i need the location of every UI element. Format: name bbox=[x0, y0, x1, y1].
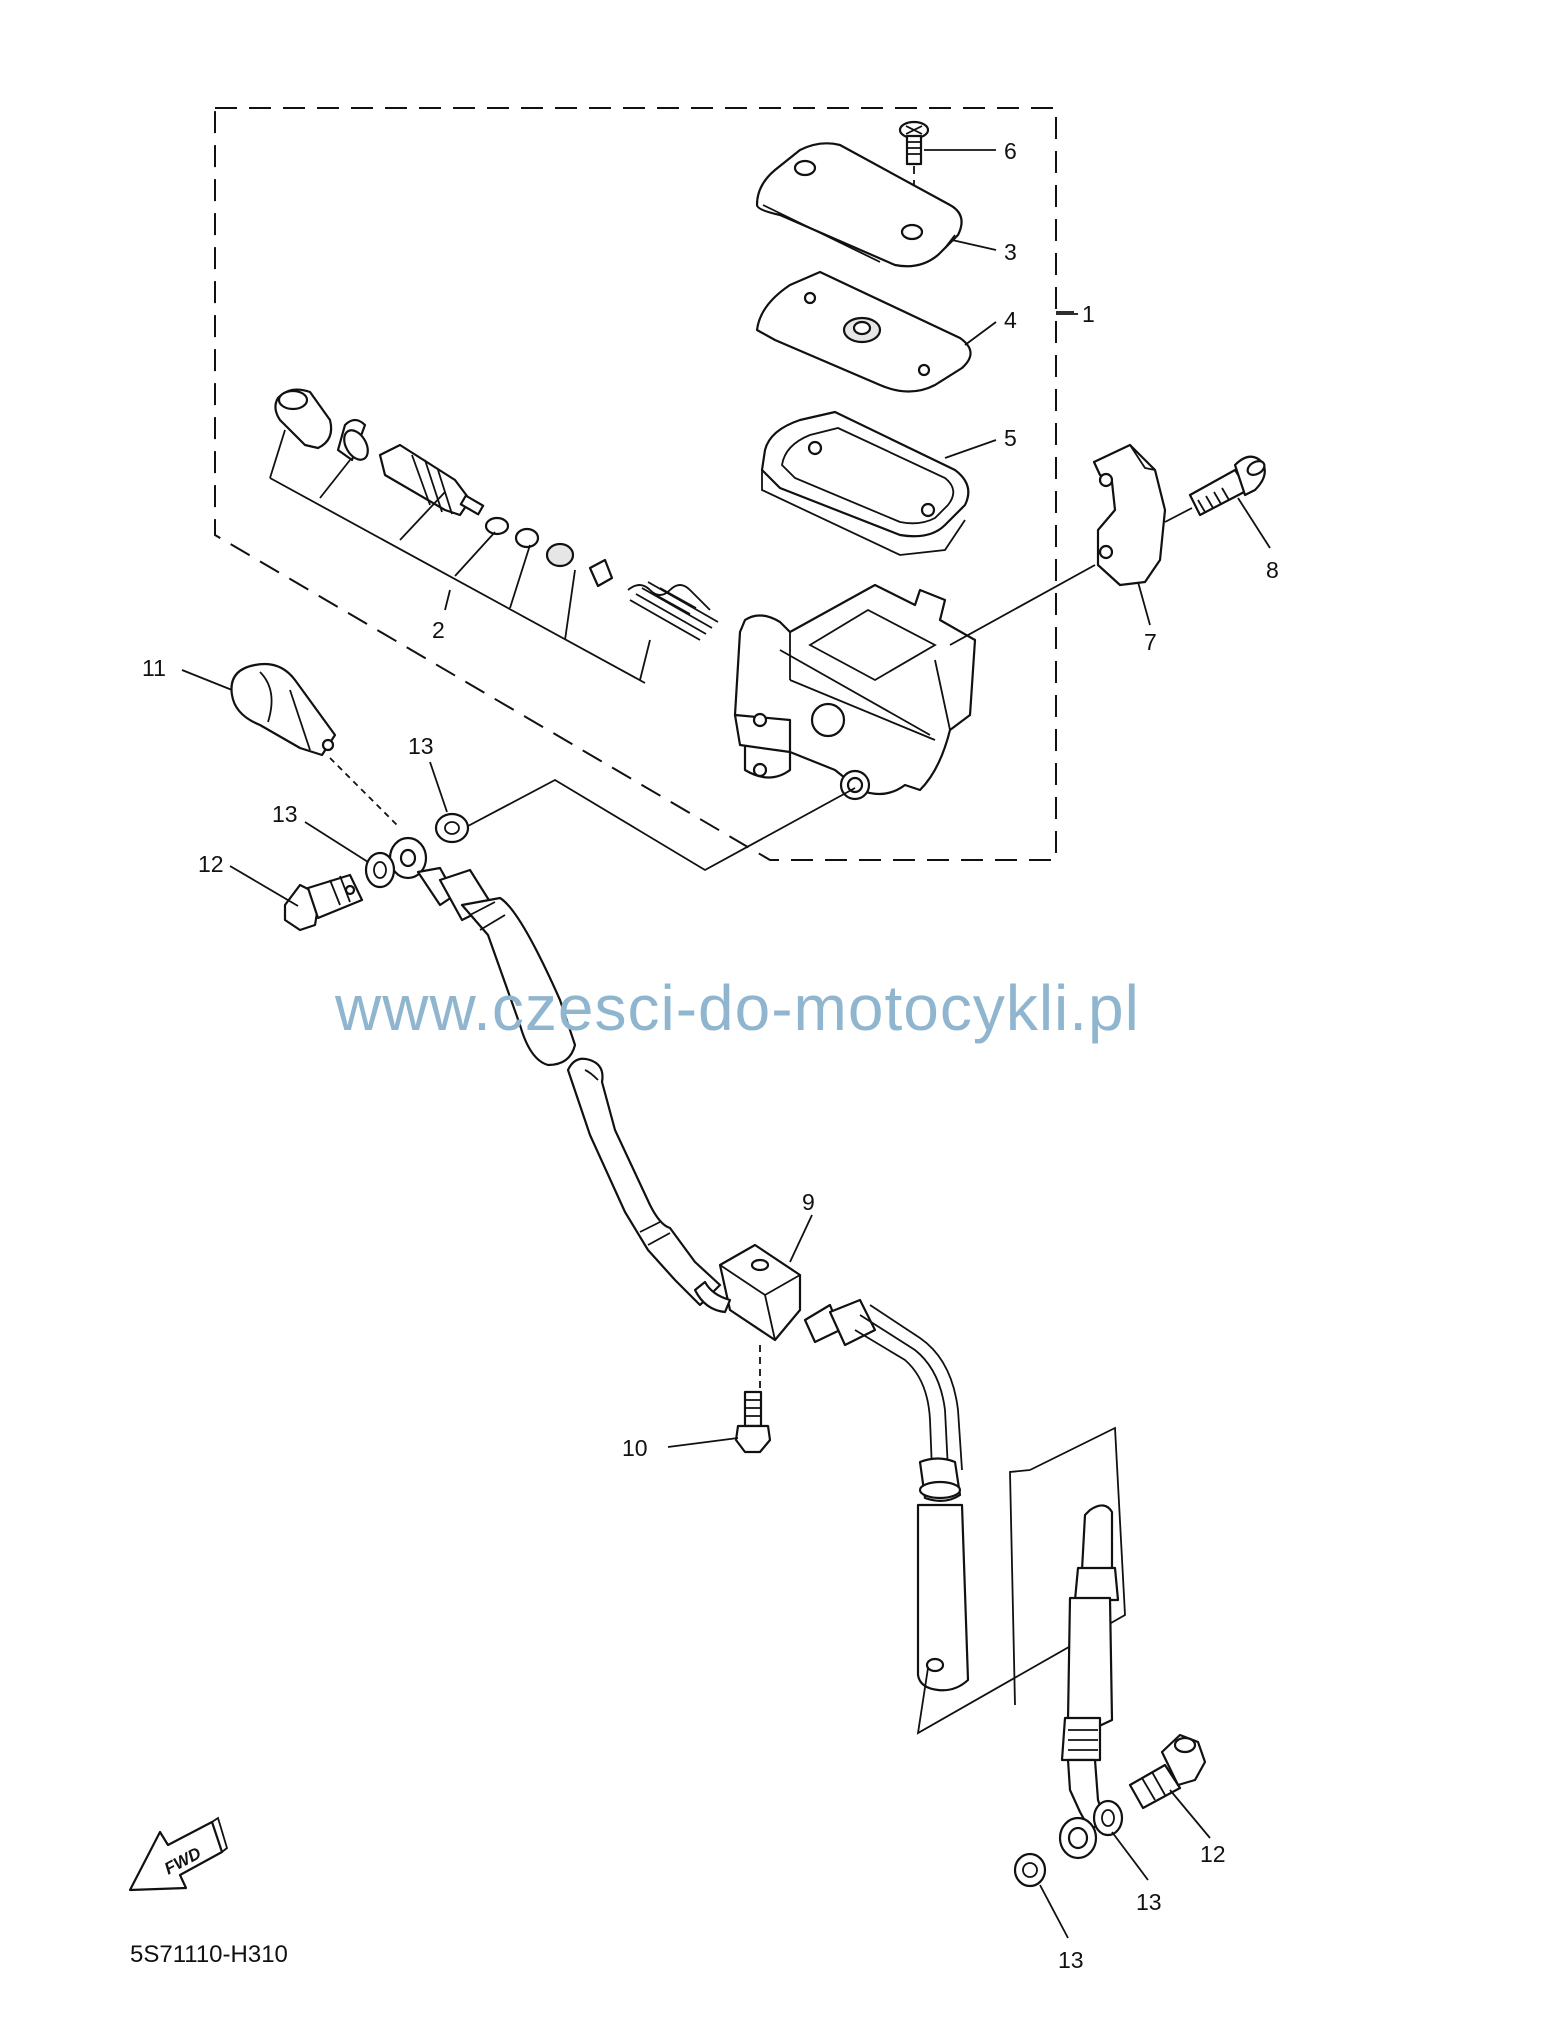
assembly-boundary bbox=[214, 107, 1057, 861]
part-4-plate bbox=[755, 270, 972, 393]
part-9-joint bbox=[693, 1243, 802, 1342]
callout-2: 2 bbox=[432, 617, 445, 643]
callout-12-bottom: 12 bbox=[1200, 1841, 1226, 1867]
part-12-bolt-lower bbox=[1128, 1733, 1207, 1810]
part-master-cylinder-body bbox=[733, 583, 977, 801]
watermark-url[interactable]: www.czesci-do-motocykli.pl bbox=[334, 972, 1140, 1044]
leader-2 bbox=[269, 429, 651, 684]
part-5-gasket bbox=[760, 410, 970, 556]
callout-5: 5 bbox=[1004, 425, 1017, 451]
callout-1: 1 bbox=[1082, 301, 1095, 327]
part-13-washer-c-hole bbox=[1022, 1862, 1038, 1878]
part-hose-upper bbox=[388, 836, 577, 1067]
part-3-cap bbox=[755, 142, 963, 268]
leader-10 bbox=[667, 1437, 739, 1448]
leader-13b bbox=[429, 761, 448, 813]
callout-10: 10 bbox=[622, 1435, 648, 1461]
callout-13-bottom-right: 13 bbox=[1136, 1889, 1162, 1915]
leader-13d bbox=[1111, 1831, 1149, 1881]
break-indicator bbox=[916, 1426, 1126, 1735]
leader-8-to-7 bbox=[1164, 507, 1193, 523]
leader-13a bbox=[304, 821, 369, 863]
part-13-washer-d-hole bbox=[1101, 1809, 1115, 1827]
leader-13c bbox=[1039, 1884, 1069, 1939]
leader-8 bbox=[1237, 497, 1271, 549]
part-13-washer-b bbox=[434, 812, 470, 844]
callout-9: 9 bbox=[802, 1189, 815, 1215]
part-13-washer-c bbox=[1013, 1852, 1047, 1888]
leader-banjo-to-body bbox=[467, 778, 856, 872]
callout-3: 3 bbox=[1004, 239, 1017, 265]
part-13-washer-b-hole bbox=[444, 821, 460, 835]
leader-7 bbox=[1137, 581, 1151, 626]
callout-13-left: 13 bbox=[272, 801, 298, 827]
leader-3 bbox=[951, 239, 997, 251]
leader-4 bbox=[964, 321, 997, 346]
part-13-washer-d bbox=[1092, 1799, 1124, 1837]
part-hose-middle bbox=[566, 1057, 722, 1307]
part-2-piston-kit bbox=[274, 388, 719, 641]
callout-8: 8 bbox=[1266, 557, 1279, 583]
callout-6: 6 bbox=[1004, 138, 1017, 164]
leader-12a bbox=[229, 865, 299, 907]
leader-5 bbox=[944, 439, 997, 459]
fwd-arrow-icon bbox=[128, 1816, 229, 1892]
leader-11 bbox=[181, 669, 233, 691]
part-10-bolt bbox=[734, 1345, 772, 1454]
callout-13-top: 13 bbox=[408, 733, 434, 759]
callout-7: 7 bbox=[1144, 629, 1157, 655]
callout-4: 4 bbox=[1004, 307, 1017, 333]
part-13-washer-a bbox=[364, 851, 396, 889]
part-11-cover bbox=[230, 662, 337, 757]
callout-12-top: 12 bbox=[198, 851, 224, 877]
leader-9 bbox=[789, 1214, 813, 1263]
leader-12b bbox=[1169, 1789, 1211, 1839]
part-12-bolt-upper bbox=[283, 873, 364, 932]
part-8-bolt bbox=[1188, 455, 1266, 517]
diagram-code: 5S71110-H310 bbox=[130, 1941, 288, 1968]
callout-11: 11 bbox=[142, 655, 166, 681]
leader-body-to-7 bbox=[949, 564, 1096, 646]
part-13-washer-a-hole bbox=[373, 861, 387, 879]
part-hose-lower bbox=[803, 1298, 970, 1692]
callout-13-bottom: 13 bbox=[1058, 1947, 1084, 1973]
part-7-clamp bbox=[1092, 443, 1167, 587]
leader-11-to-hose bbox=[329, 757, 401, 829]
